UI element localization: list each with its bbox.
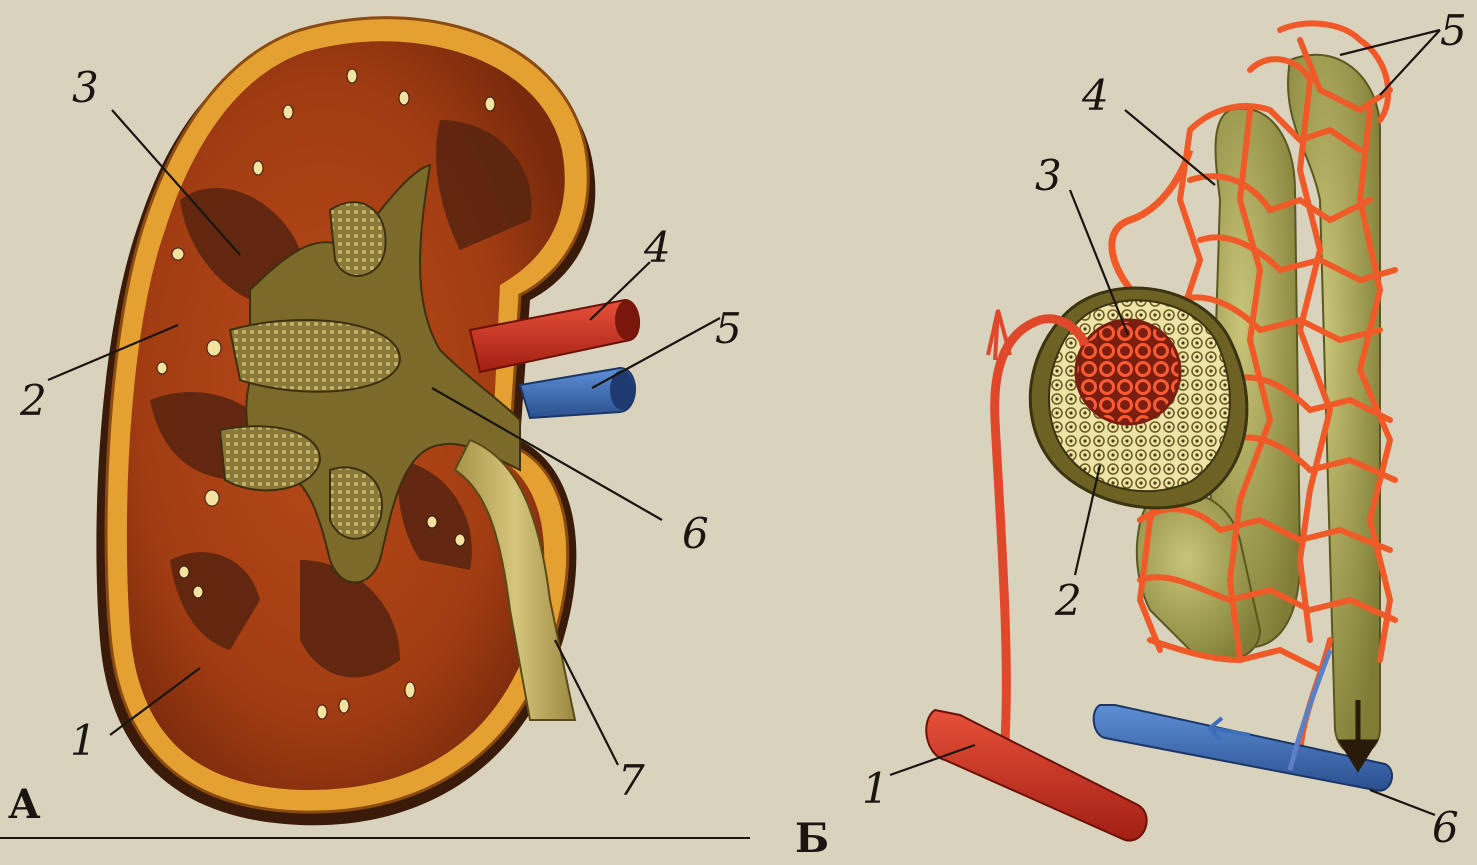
glomerulus [1074, 318, 1182, 426]
label-b-3: 3 [1035, 151, 1062, 200]
urine-flow-arrow-down [1337, 700, 1379, 773]
label-b-4: 4 [1081, 71, 1109, 120]
label-b-1: 1 [862, 764, 889, 813]
renal-vein-lumen [610, 370, 634, 410]
venule [1287, 649, 1333, 771]
label-b-6: 6 [1432, 803, 1459, 852]
leader-a-6 [431, 387, 663, 521]
blood-flow-arrow-up [986, 309, 1012, 361]
leader-a-7 [554, 639, 619, 766]
label-a-1: 1 [70, 716, 97, 765]
renal-pyramids [150, 120, 532, 678]
label-a-7: 7 [618, 756, 645, 805]
label-a-3: 3 [72, 63, 99, 112]
renal-artery-lumen [615, 300, 639, 340]
leader-b-6 [1369, 788, 1436, 817]
leader-a-4 [589, 261, 651, 321]
panel-letter-b: Б [795, 815, 829, 861]
leader-a-5 [591, 317, 721, 389]
panel-letter-a: А [8, 781, 41, 828]
renal-calyces [218, 201, 402, 540]
panel-b-nephron: 1 2 3 4 5 6 Б [795, 6, 1467, 862]
efferent-arteriole [1108, 148, 1194, 303]
label-a-2: 2 [19, 376, 47, 425]
leader-a-2 [47, 323, 179, 382]
arcuate-vein [1092, 704, 1394, 792]
blood-flow-arrow-left [1207, 716, 1251, 742]
cortex-vessels [156, 68, 496, 720]
leader-a-1 [109, 667, 201, 736]
leader-a-3 [111, 109, 241, 256]
leader-b-5b [1379, 29, 1441, 96]
peritubular-capillaries [1136, 20, 1398, 763]
leader-b-2 [1073, 464, 1102, 576]
label-b-2: 2 [1054, 576, 1082, 625]
leader-b-3 [1068, 189, 1130, 336]
leader-b-5a [1339, 28, 1441, 57]
leader-b-4 [1124, 109, 1216, 186]
arcuate-artery [925, 708, 1148, 842]
label-b-5: 5 [1440, 6, 1467, 55]
label-a-4: 4 [643, 223, 671, 272]
panel-a-kidney: 1 2 3 4 5 6 7 А [8, 16, 742, 828]
afferent-arteriole [990, 314, 1090, 741]
leader-b-1 [889, 743, 976, 777]
ureter [453, 438, 577, 721]
label-a-6: 6 [682, 509, 709, 558]
label-a-5: 5 [715, 304, 742, 353]
